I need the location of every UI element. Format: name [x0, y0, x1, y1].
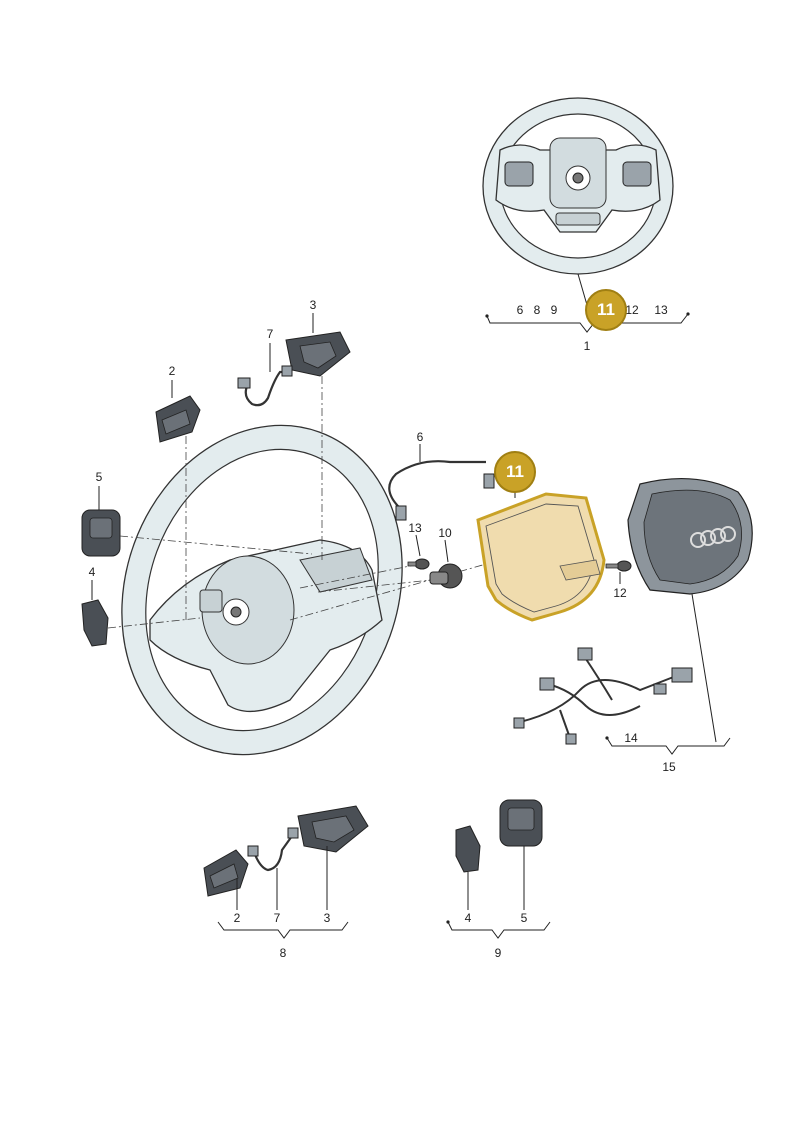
switch-4-left	[81, 580, 109, 647]
callout-15: 15	[662, 760, 676, 774]
switch-2-bottom	[203, 849, 249, 910]
highlight-badge-11-top: 11	[585, 289, 627, 331]
bracket-8	[217, 921, 349, 939]
callout-14: 14	[624, 731, 638, 745]
harness-connectors	[513, 647, 693, 745]
bolt-10	[429, 539, 463, 589]
callout-3-bottom: 3	[323, 911, 331, 925]
callout-8-top: 8	[533, 303, 541, 317]
rings-logo-icon	[690, 526, 736, 548]
cable-6	[388, 444, 495, 521]
callout-13-main: 13	[408, 521, 422, 535]
steering-wheel-top	[482, 97, 674, 306]
callout-8-bottom: 8	[279, 946, 287, 960]
callout-9-bottom: 9	[494, 946, 502, 960]
switch-2-top	[155, 380, 201, 443]
switch-4-bottom	[455, 825, 481, 910]
callout-13-top: 13	[654, 303, 668, 317]
steering-wheel-main	[121, 424, 403, 756]
switch-5-left	[81, 486, 121, 557]
callout-12-main: 12	[613, 586, 627, 600]
callout-12-top: 12	[625, 303, 639, 317]
callout-5-left: 5	[95, 470, 103, 484]
callout-7-top: 7	[266, 327, 274, 341]
switch-module-3-bottom	[297, 805, 369, 910]
callout-3-top: 3	[309, 298, 317, 312]
bracket-15	[606, 737, 731, 755]
screw-13	[407, 534, 430, 570]
screw-12	[605, 560, 632, 584]
callout-2-top: 2	[168, 364, 176, 378]
callout-4-left: 4	[88, 565, 96, 579]
callout-7-bottom: 7	[273, 911, 281, 925]
callout-10: 10	[438, 526, 452, 540]
cable-7-top	[237, 343, 293, 407]
wiring-harness-14	[519, 655, 677, 739]
callout-5-bottom: 5	[520, 911, 528, 925]
callout-1: 1	[583, 339, 591, 353]
callout-4-bottom: 4	[464, 911, 472, 925]
highlight-badge-11-main: 11	[494, 451, 536, 493]
bracket-1	[486, 313, 689, 333]
airbag-unit	[627, 477, 753, 595]
assembly-leader-lines	[107, 376, 501, 629]
callout-9-top: 9	[550, 303, 558, 317]
switch-module-3-top	[285, 313, 351, 377]
callout-6-top: 6	[516, 303, 524, 317]
part-11-highlighted	[476, 492, 606, 622]
switch-5-bottom	[499, 799, 543, 910]
callout-2-bottom: 2	[233, 911, 241, 925]
callout-6-main: 6	[416, 430, 424, 444]
bracket-9	[447, 921, 551, 939]
cable-7-bottom	[247, 827, 299, 910]
